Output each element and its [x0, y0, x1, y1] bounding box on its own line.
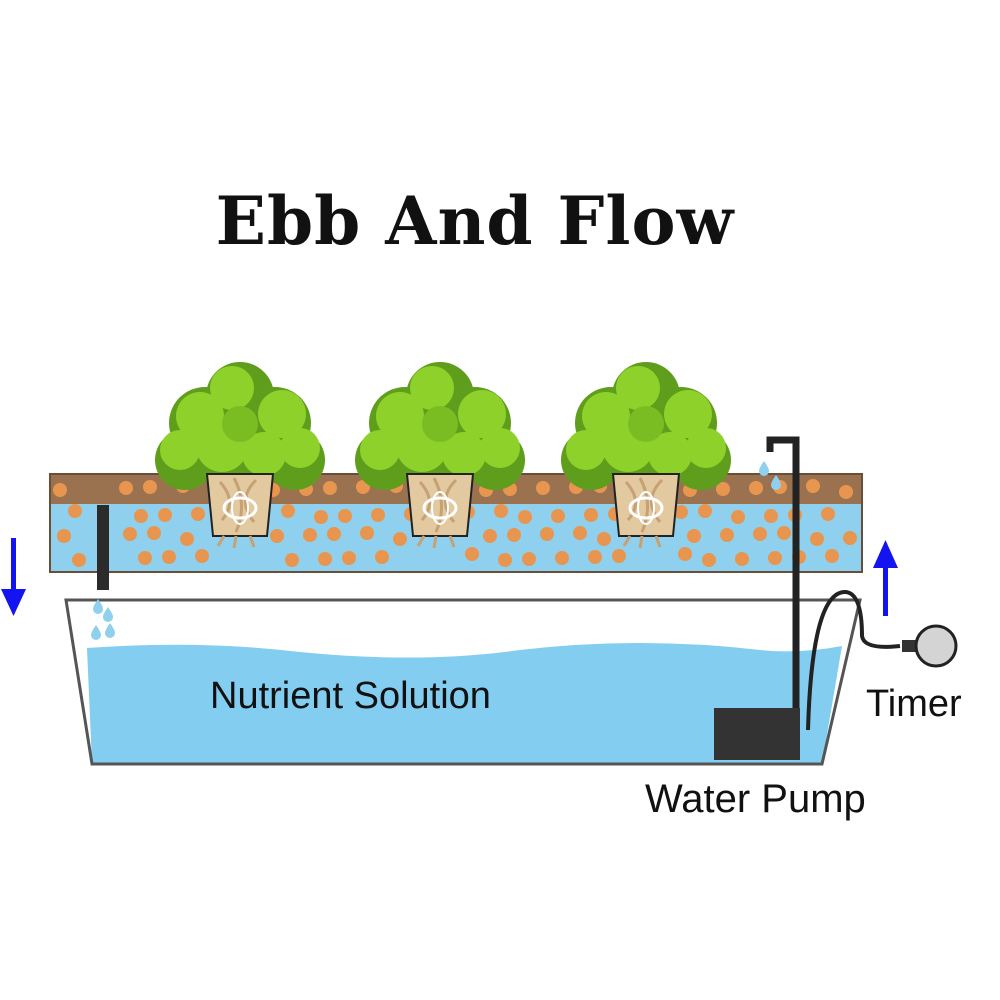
clay-pebble: [777, 526, 791, 540]
nutrient-solution-label: Nutrient Solution: [210, 675, 491, 717]
water-pump: [714, 436, 901, 760]
clay-pebble: [143, 480, 157, 494]
clay-pebble: [573, 526, 587, 540]
clay-pebble: [72, 553, 86, 567]
clay-pebble: [285, 553, 299, 567]
clay-pebble: [158, 508, 172, 522]
clay-pebble: [731, 510, 745, 524]
clay-pebble: [821, 507, 835, 521]
clay-pebble: [735, 552, 749, 566]
clay-pebble: [588, 550, 602, 564]
timer-icon: [902, 624, 958, 668]
clay-pebble: [138, 551, 152, 565]
clay-pebble: [360, 526, 374, 540]
clay-pebble: [147, 526, 161, 540]
clay-pebble: [393, 532, 407, 546]
clay-pebble: [465, 547, 479, 561]
clay-pebble: [749, 481, 763, 495]
timer-label: Timer: [866, 683, 962, 725]
clay-pebble: [522, 552, 536, 566]
clay-pebble: [764, 509, 778, 523]
clay-pebble: [303, 528, 317, 542]
clay-pebble: [753, 527, 767, 541]
water-pump-label: Water Pump: [645, 777, 866, 821]
clay-pebble: [768, 551, 782, 565]
clay-pebble: [338, 509, 352, 523]
clay-pebble: [68, 504, 82, 518]
clay-pebble: [134, 509, 148, 523]
up-arrow-icon: [873, 540, 898, 616]
clay-pebble: [494, 504, 508, 518]
clay-pebble: [518, 510, 532, 524]
clay-pebble: [678, 547, 692, 561]
clay-pebble: [810, 532, 824, 546]
clay-pebble: [195, 549, 209, 563]
clay-pebble: [57, 529, 71, 543]
diagram-title: Ebb And Flow: [215, 182, 735, 260]
clay-pebble: [323, 481, 337, 495]
clay-pebble: [318, 552, 332, 566]
clay-pebble: [612, 549, 626, 563]
clay-pebble: [584, 508, 598, 522]
clay-pebble: [191, 507, 205, 521]
clay-pebble: [540, 527, 554, 541]
clay-pebble: [555, 551, 569, 565]
clay-pebble: [281, 504, 295, 518]
clay-pebble: [702, 553, 716, 567]
clay-pebble: [806, 479, 820, 493]
clay-pebble: [123, 527, 137, 541]
clay-pebble: [698, 504, 712, 518]
clay-pebble: [687, 529, 701, 543]
clay-pebble: [839, 485, 853, 499]
drain-pipe: [91, 505, 115, 640]
clay-pebble: [716, 482, 730, 496]
reservoir: [64, 598, 862, 766]
clay-pebble: [162, 550, 176, 564]
clay-pebble: [551, 509, 565, 523]
clay-pebble: [825, 549, 839, 563]
clay-pebble: [674, 505, 688, 519]
clay-pebble: [270, 529, 284, 543]
clay-pebble: [119, 481, 133, 495]
down-arrow-icon: [1, 538, 26, 616]
clay-pebble: [720, 528, 734, 542]
clay-pebble: [371, 508, 385, 522]
clay-pebble: [180, 532, 194, 546]
clay-pebble: [507, 528, 521, 542]
clay-pebble: [327, 527, 341, 541]
clay-pebble: [843, 531, 857, 545]
clay-pebble: [536, 481, 550, 495]
clay-pebble: [53, 483, 67, 497]
clay-pebble: [342, 551, 356, 565]
clay-pebble: [314, 510, 328, 524]
clay-pebble: [498, 553, 512, 567]
clay-pebble: [597, 532, 611, 546]
clay-pebble: [483, 529, 497, 543]
clay-pebble: [375, 550, 389, 564]
